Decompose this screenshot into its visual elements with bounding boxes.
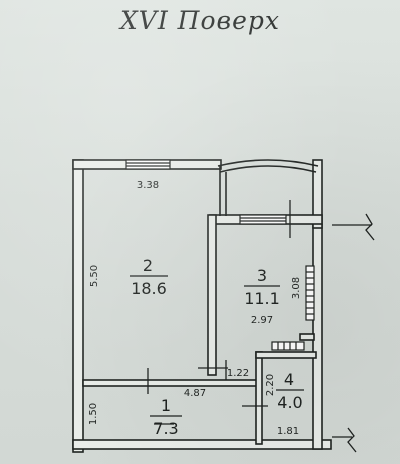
dim-bath-height: 2.20 xyxy=(265,374,276,396)
balcony xyxy=(217,159,319,216)
wall-room3-bottom xyxy=(299,333,315,341)
dim-bath-width: 1.81 xyxy=(277,426,299,437)
balcony-outer-curve xyxy=(217,159,319,167)
break-marker-bottom xyxy=(347,427,357,453)
break-markers xyxy=(347,213,375,453)
vent-shaft-vertical xyxy=(305,265,315,321)
room-1-area: 7.3 xyxy=(153,419,178,438)
room-1-number: 1 xyxy=(161,396,171,415)
room-2-area: 18.6 xyxy=(131,279,167,298)
dim-room3-length: 3.08 xyxy=(291,277,302,299)
dim-room2-width: 3.38 xyxy=(137,180,159,191)
windows xyxy=(125,159,287,225)
floor-title: XVI Поверх xyxy=(120,6,280,35)
wall-bath-top xyxy=(255,351,317,359)
door-marks xyxy=(147,200,372,438)
dim-corridor-height: 1.50 xyxy=(88,403,99,425)
room-4-number: 4 xyxy=(284,370,294,389)
room-4-area: 4.0 xyxy=(277,393,302,412)
dim-corridor-width: 1.22 xyxy=(227,368,249,379)
dim-room3-width: 2.97 xyxy=(251,315,273,326)
ventilation xyxy=(271,265,315,351)
break-marker-top xyxy=(365,213,375,241)
room-labels: 2 18.6 3 11.1 4 4.0 1 7.3 xyxy=(130,256,304,438)
room-2-number: 2 xyxy=(143,256,153,275)
vent-shaft-horizontal xyxy=(271,341,305,351)
wall-right-balcony xyxy=(312,159,323,229)
window-room2 xyxy=(125,159,171,170)
dim-corridor-length: 4.87 xyxy=(184,388,206,399)
wall-bath-left xyxy=(255,351,263,445)
wall-bottom xyxy=(72,439,332,450)
room-3-area: 11.1 xyxy=(244,289,280,308)
wall-room2-bottom xyxy=(82,379,260,387)
dimension-labels: 3.38 5.50 3.08 2.97 1.22 4.87 1.50 2.20 … xyxy=(88,180,302,437)
balcony-inner-curve xyxy=(219,165,317,173)
window-room3 xyxy=(239,214,287,225)
dim-room2-length: 5.50 xyxy=(89,265,100,287)
room-3-number: 3 xyxy=(257,266,267,285)
wall-left xyxy=(72,159,84,453)
interior-walls xyxy=(82,214,317,445)
wall-room2-room3 xyxy=(207,214,217,376)
